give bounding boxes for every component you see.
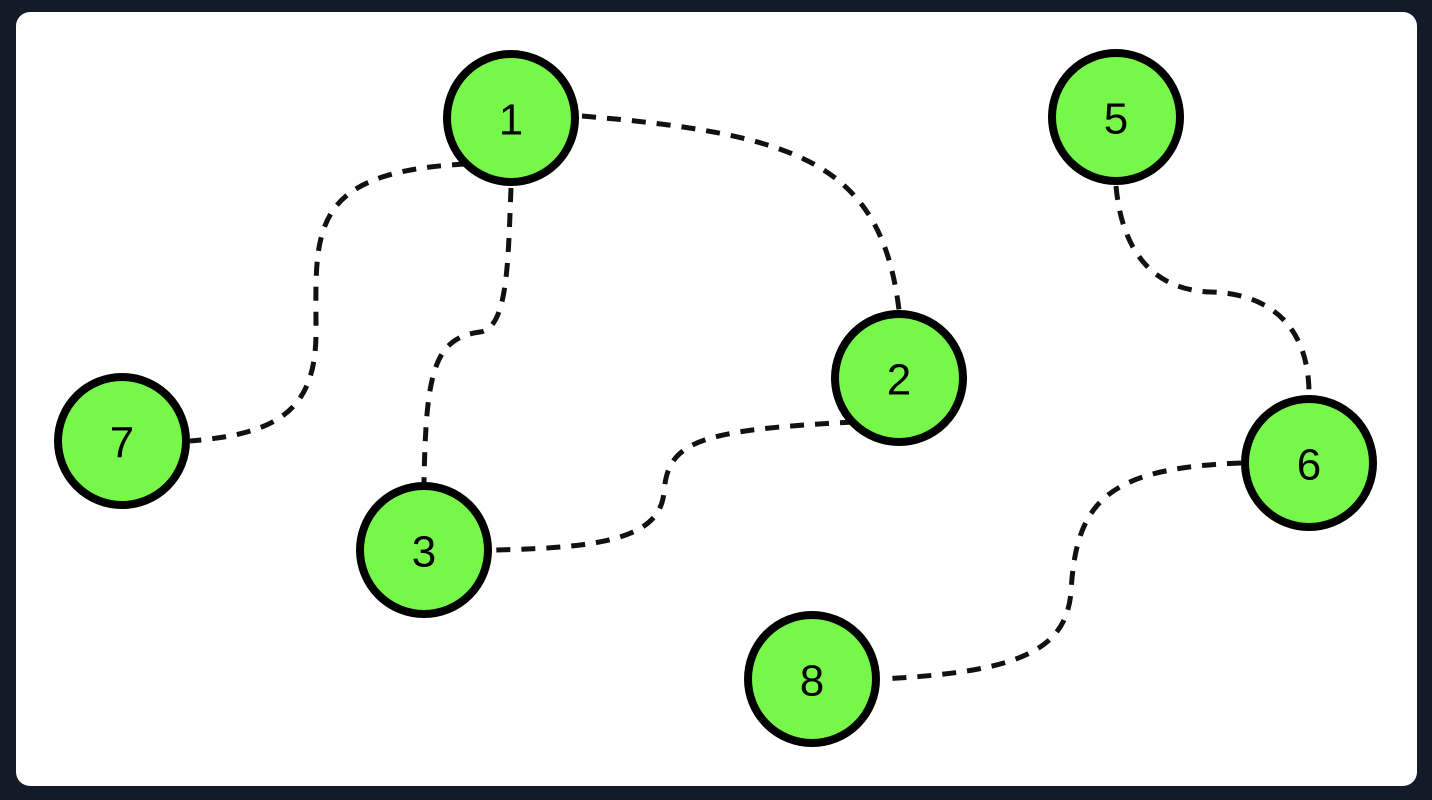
node-circle <box>1241 395 1377 531</box>
node-circle <box>443 50 579 186</box>
node-2[interactable]: 2 <box>831 310 967 446</box>
node-label: 5 <box>1104 95 1128 144</box>
node-6[interactable]: 6 <box>1241 395 1377 531</box>
node-circle <box>744 611 880 747</box>
node-label: 1 <box>499 96 523 145</box>
edge-1-3 <box>421 187 514 483</box>
node-label: 3 <box>412 528 436 577</box>
graph-svg: 1 2 3 5 6 7 8 <box>54 49 1377 747</box>
edges-layer <box>189 113 1312 682</box>
node-circle <box>54 373 190 509</box>
node-label: 6 <box>1297 441 1321 490</box>
node-label: 8 <box>800 657 824 706</box>
nodes-layer: 1 2 3 5 6 7 8 <box>54 49 1377 747</box>
node-3[interactable]: 3 <box>356 482 492 618</box>
edge-1-2 <box>581 113 902 311</box>
node-8[interactable]: 8 <box>744 611 880 747</box>
node-5[interactable]: 5 <box>1048 49 1184 185</box>
edge-2-3 <box>493 419 855 553</box>
edge-1-7 <box>189 161 467 444</box>
node-label: 7 <box>110 419 134 468</box>
node-circle <box>1048 49 1184 185</box>
edge-5-6 <box>1113 185 1312 395</box>
node-1[interactable]: 1 <box>443 50 579 186</box>
edge-6-8 <box>881 460 1242 682</box>
node-circle <box>831 310 967 446</box>
diagram-canvas: 1 2 3 5 6 7 8 <box>16 12 1417 786</box>
node-7[interactable]: 7 <box>54 373 190 509</box>
node-label: 2 <box>887 356 911 405</box>
node-circle <box>356 482 492 618</box>
